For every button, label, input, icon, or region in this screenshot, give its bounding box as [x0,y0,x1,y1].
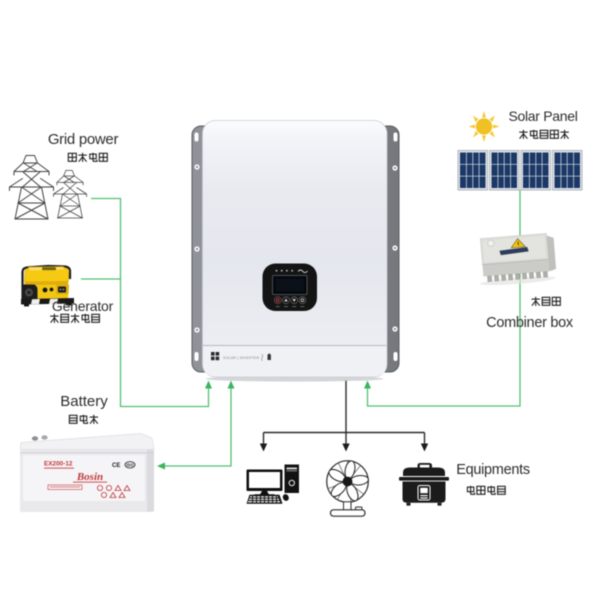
svg-text:Generator: Generator [52,298,114,314]
svg-text:Battery: Battery [60,393,108,410]
svg-text:Combiner box: Combiner box [486,315,574,331]
svg-text:CE: CE [112,463,120,469]
svg-text:SOLAR | INVERTER: SOLAR | INVERTER [223,356,260,360]
svg-text:Bosin: Bosin [76,471,103,483]
svg-text:EX200-12: EX200-12 [44,461,73,468]
svg-text:Equipments: Equipments [456,462,530,478]
svg-text:Solar Panel: Solar Panel [508,108,577,124]
svg-text:Grid power: Grid power [48,131,119,148]
svg-text:ISO: ISO [126,463,134,468]
